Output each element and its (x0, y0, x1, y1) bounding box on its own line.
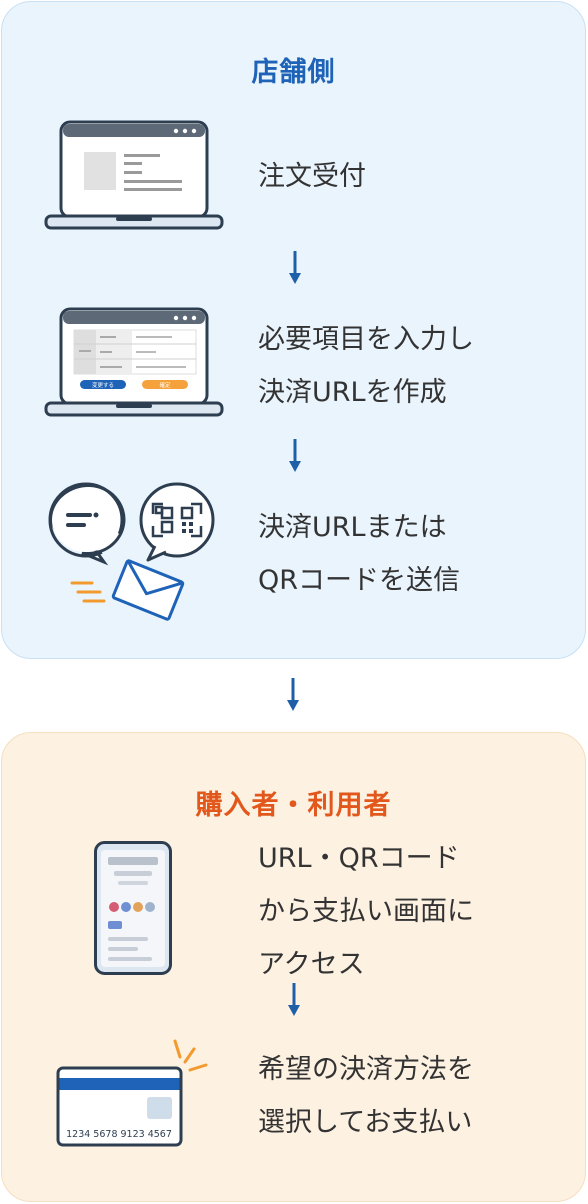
step-select-payment-method: 希望の決済方法を 選択してお支払い (258, 1054, 474, 1138)
credit-card-icon: 1234 5678 9123 4567 (56, 1039, 208, 1147)
step-access-payment-screen: URL・QRコード から支払い画面に アクセス (258, 843, 474, 980)
smartphone-icon (94, 841, 172, 975)
step-create-payment-url: 必要項目を入力し 決済URLを作成 (258, 324, 474, 408)
arrow-down-icon (289, 439, 301, 472)
laptop-form-icon: 変更する 確定 (44, 307, 224, 417)
arrow-down-icon (287, 678, 299, 711)
card-number: 1234 5678 9123 4567 (66, 1129, 172, 1140)
step-order-reception: 注文受付 (258, 161, 366, 192)
user-section: 購入者・利用者 URL・QRコード から支払い画面に アクセス 1234 567… (1, 732, 586, 1202)
laptop-icon (44, 120, 224, 230)
arrow-down-icon (289, 251, 301, 284)
user-heading: 購入者・利用者 (195, 790, 392, 821)
chat-qr-mail-icon (48, 482, 215, 621)
arrow-down-icon (288, 983, 300, 1016)
store-section: 店舗側 注文受付 (1, 1, 586, 659)
step-send-url-or-qr: 決済URLまたは QRコードを送信 (258, 512, 461, 596)
form-change-button: 変更する (92, 381, 114, 389)
form-confirm-button: 確定 (159, 381, 171, 389)
store-heading: 店舗側 (251, 57, 336, 88)
